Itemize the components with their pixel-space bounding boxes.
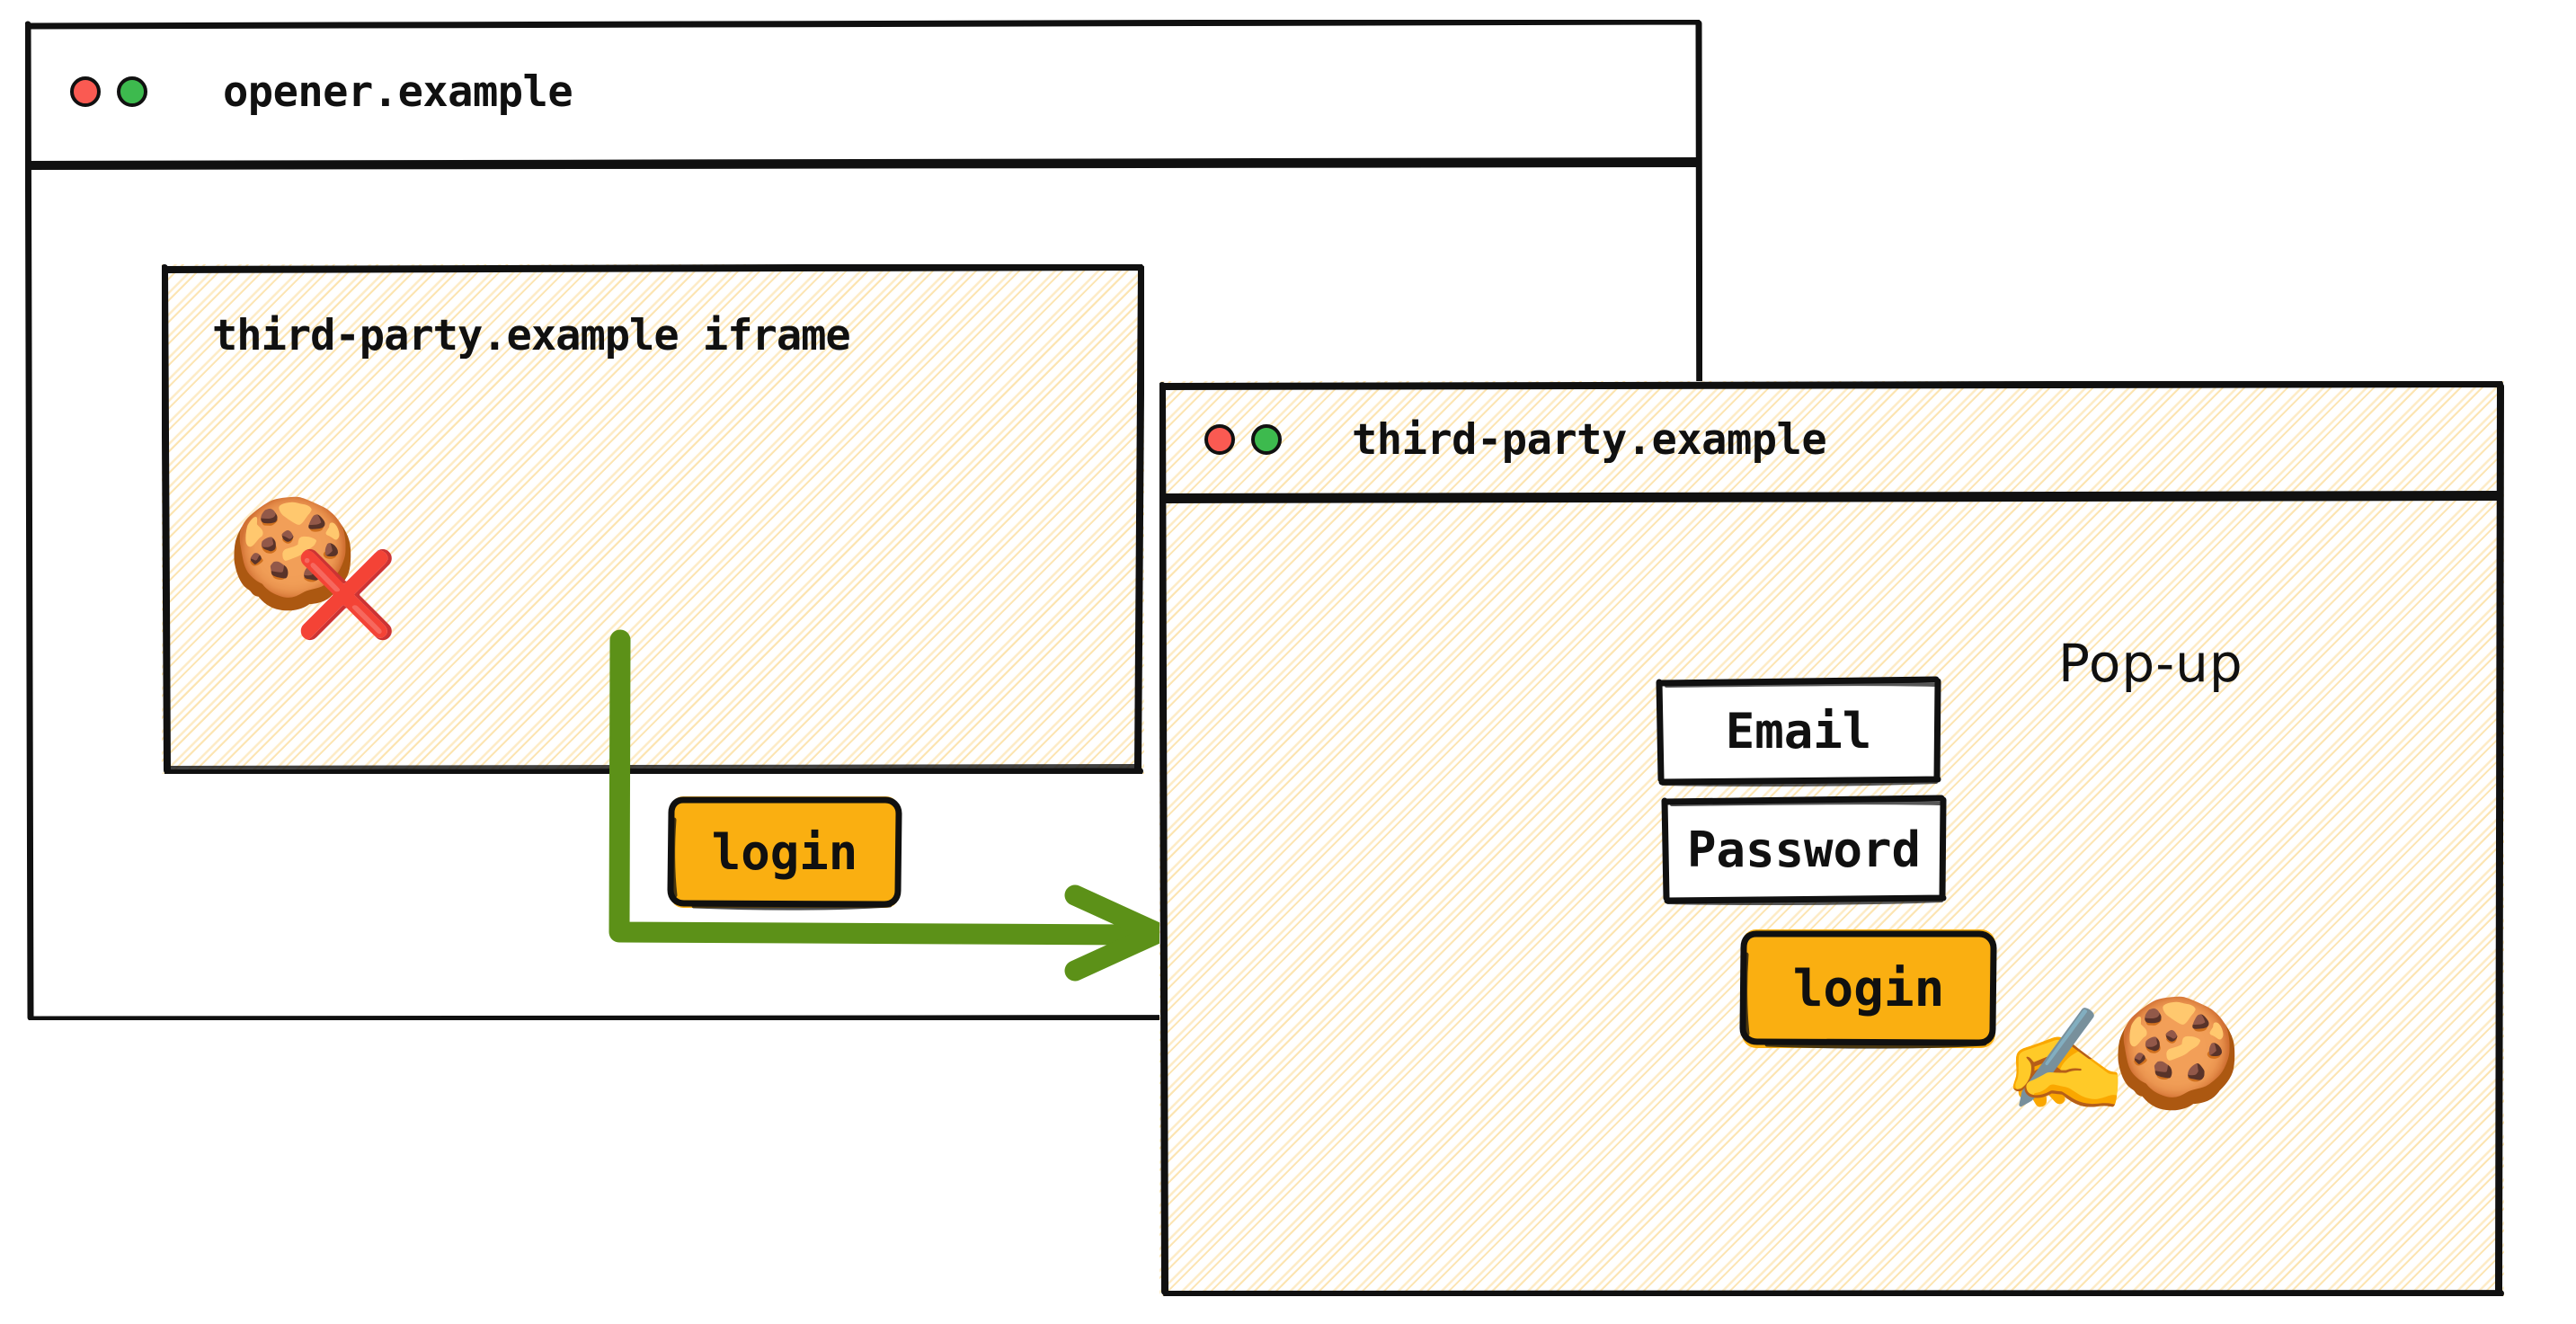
maximize-dot[interactable] (117, 76, 147, 107)
popup-annotation-label: Pop-up (2058, 633, 2243, 694)
popup-traffic-lights (1204, 424, 1282, 455)
opener-window-title: opener.example (223, 67, 573, 117)
popup-login-button-label: login (1792, 959, 1945, 1018)
cross-mark-icon: ❌ (295, 546, 398, 643)
opener-traffic-lights (70, 76, 147, 107)
email-field[interactable]: Email (1656, 676, 1941, 787)
password-field[interactable]: Password (1661, 795, 1947, 906)
maximize-dot[interactable] (1251, 424, 1282, 455)
popup-window-title: third-party.example (1352, 414, 1827, 465)
third-party-iframe: third-party.example iframe 🍪 ❌ login (162, 264, 1144, 911)
third-party-popup-window: third-party.example Pop-up Email Passwor… (1159, 381, 2504, 1296)
opener-titlebar: opener.example (25, 20, 1702, 164)
close-dot[interactable] (1204, 424, 1235, 455)
writing-hand-icon: ✍️ (2003, 1002, 2128, 1119)
cookie-icon: 🍪 (227, 491, 359, 615)
iframe-label: third-party.example iframe (212, 311, 851, 360)
close-dot[interactable] (70, 76, 101, 107)
popup-titlebar: third-party.example (1159, 381, 2504, 498)
email-field-label: Email (1725, 702, 1872, 760)
iframe-login-button-label: login (711, 823, 858, 881)
popup-login-button[interactable]: login (1739, 929, 1997, 1049)
cookie-icon: 🍪 (2110, 991, 2243, 1115)
iframe-login-button[interactable]: login (667, 796, 902, 911)
password-field-label: Password (1686, 821, 1922, 878)
